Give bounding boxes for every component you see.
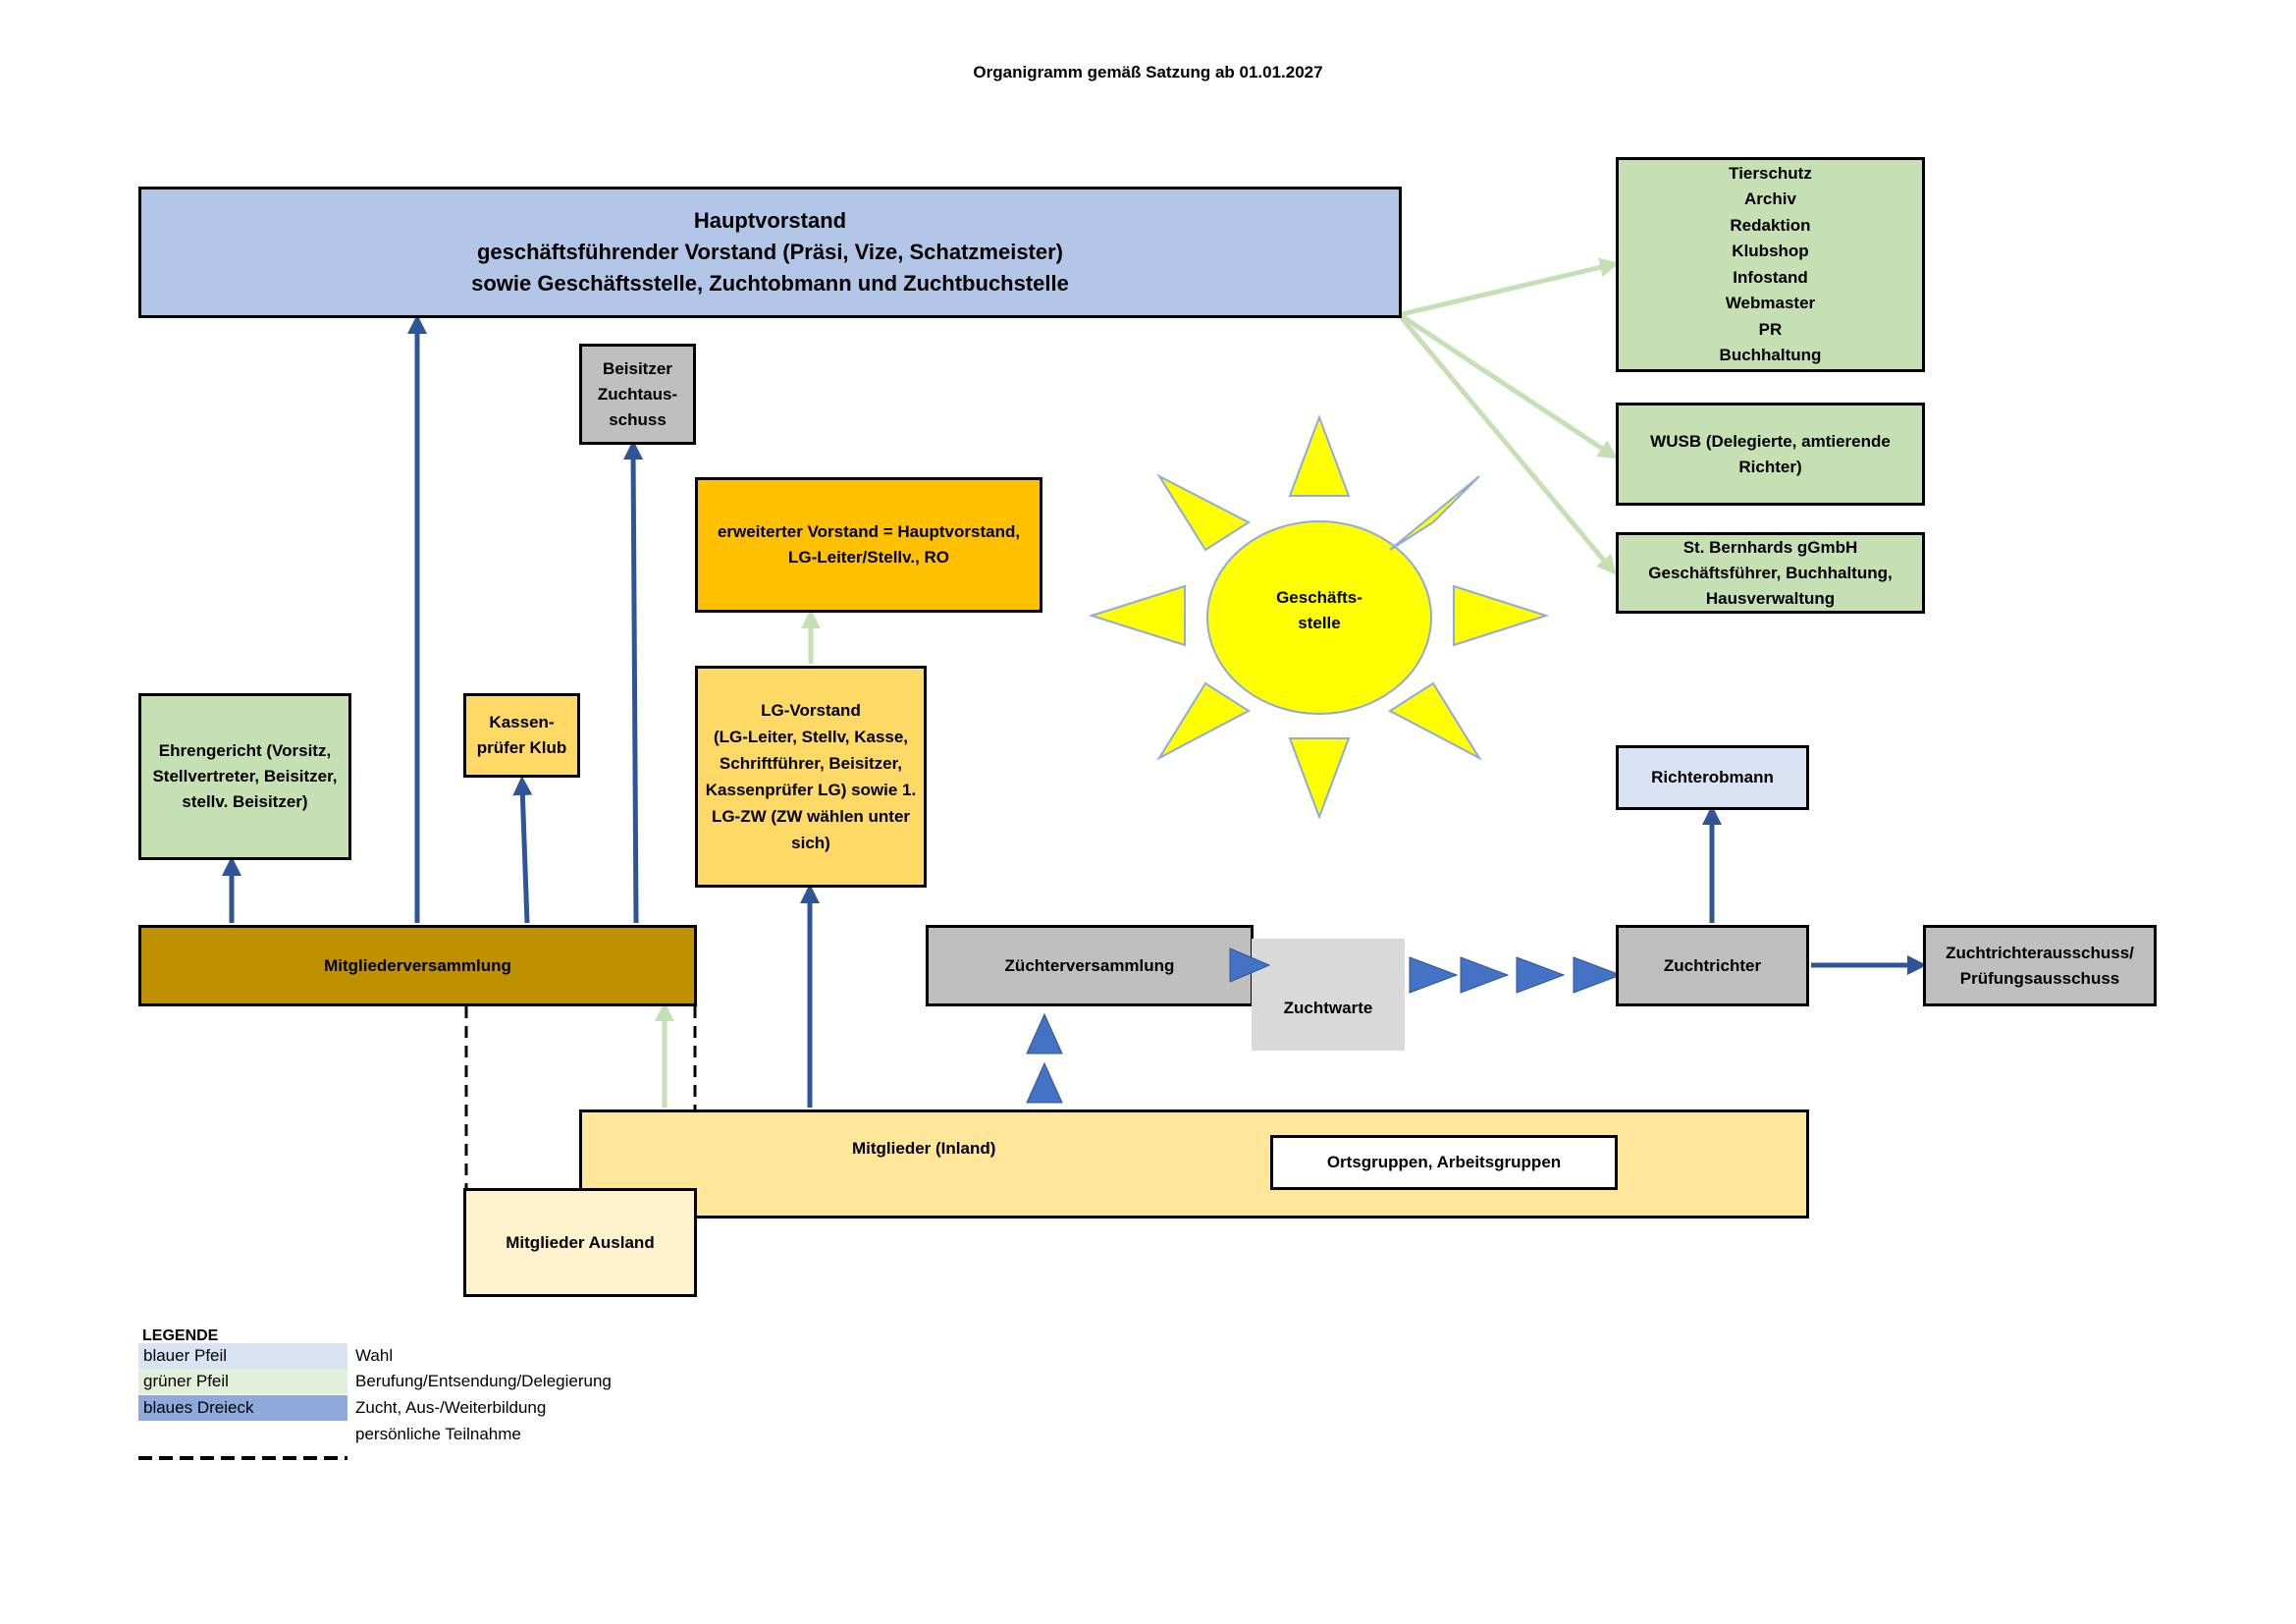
triangle-right-zuechter xyxy=(1229,947,1271,983)
triangle-right-4 xyxy=(1573,956,1623,994)
ausschuss-line-1: Zuchtrichterausschuss/ xyxy=(1946,943,2134,962)
lgvorstand-line-3: Schriftführer, Beisitzer, xyxy=(719,754,903,773)
hauptvorstand-line-2: geschäftsführender Vorstand (Präsi, Vize… xyxy=(476,240,1064,264)
sun-circle xyxy=(1206,520,1432,715)
legend-text-wahl: Wahl xyxy=(355,1346,394,1365)
zuchtwarte-box: Zuchtwarte xyxy=(1252,939,1405,1051)
erweitert-line-2: LG-Leiter/Stellv., RO xyxy=(787,548,950,567)
gmbh-line-2: Geschäftsführer, Buchhaltung, xyxy=(1648,563,1893,582)
lg-vorstand-box: LG-Vorstand (LG-Leiter, Stellv, Kasse, S… xyxy=(695,666,927,888)
hauptvorstand-line-1: Hauptvorstand xyxy=(693,208,847,233)
geschaeftsstelle-label: Geschäfts- stelle xyxy=(1221,585,1417,636)
zuchtrichter-box: Zuchtrichter xyxy=(1616,925,1809,1006)
sun-ray-right xyxy=(1453,584,1550,647)
gmbh-box: St. Bernhards gGmbH Geschäftsführer, Buc… xyxy=(1616,532,1925,614)
beisitzer-line-2: Zuchtaus- xyxy=(597,384,678,404)
zuchtrichterausschuss-box: Zuchtrichterausschuss/ Prüfungsausschuss xyxy=(1923,925,2157,1006)
wusb-line-1: WUSB (Delegierte, amtierende xyxy=(1650,431,1891,451)
kassenpruefer-line-1: Kassen- xyxy=(489,713,555,731)
hauptvorstand-line-3: sowie Geschäftsstelle, Zuchtobmann und Z… xyxy=(471,271,1069,296)
arrow-mv-to-beisitzer xyxy=(623,440,644,924)
triangle-right-3 xyxy=(1516,956,1566,994)
department-item: Klubshop xyxy=(1732,242,1809,260)
sun-ray-bottomright xyxy=(1388,681,1482,761)
ehrengericht-line-2: Stellvertreter, Beisitzer, xyxy=(152,767,338,785)
ehrengericht-line-1: Ehrengericht (Vorsitz, xyxy=(158,741,332,760)
legend-text-berufung: Berufung/Entsendung/Delegierung xyxy=(355,1372,612,1390)
kassenpruefer-box: Kassen- prüfer Klub xyxy=(463,693,580,778)
zuechterversammlung-label: Züchterversammlung xyxy=(1004,955,1175,975)
sun-rays xyxy=(1088,414,1550,820)
hauptvorstand-box: Hauptvorstand geschäftsführender Vorstan… xyxy=(138,187,1402,318)
sun-ray-left xyxy=(1088,584,1186,647)
page-title: Organigramm gemäß Satzung ab 01.01.2027 xyxy=(973,63,1323,81)
gmbh-line-1: St. Bernhards gGmbH xyxy=(1682,537,1858,557)
sun-label-line-1: Geschäfts- xyxy=(1276,588,1362,607)
legend-swatch-green-arrow: grüner Pfeil xyxy=(138,1369,347,1394)
sun-ray-topright xyxy=(1389,475,1480,551)
zuchtrichter-label: Zuchtrichter xyxy=(1663,955,1762,975)
zuchtwarte-label: Zuchtwarte xyxy=(1283,999,1373,1017)
beisitzer-line-1: Beisitzer xyxy=(603,358,672,378)
department-item: Tierschutz xyxy=(1729,163,1812,183)
erweitert-line-1: erweiterter Vorstand = Hauptvorstand, xyxy=(717,522,1021,541)
arrow-hv-to-list xyxy=(1401,257,1620,317)
beisitzer-line-3: schuss xyxy=(609,409,667,429)
legend-text-zucht: Zucht, Aus-/Weiterbildung xyxy=(355,1398,547,1417)
lgvorstand-line-1: LG-Vorstand xyxy=(761,701,861,720)
triangle-up-2 xyxy=(1026,1012,1063,1055)
lgvorstand-line-5: LG-ZW (ZW wählen unter xyxy=(711,807,911,826)
mitglieder-inland-label: Mitglieder (Inland) xyxy=(852,1139,996,1158)
lgvorstand-line-6: sich) xyxy=(791,834,830,852)
mitgliederversammlung-box: Mitgliederversammlung xyxy=(138,925,697,1006)
triangle-right-2 xyxy=(1460,956,1510,994)
richterobmann-label: Richterobmann xyxy=(1651,768,1774,786)
erweiterter-vorstand-box: erweiterter Vorstand = Hauptvorstand, LG… xyxy=(695,477,1042,613)
legend-swatch-blue-triangle: blaues Dreieck xyxy=(138,1395,347,1421)
zuechterversammlung-box: Züchterversammlung xyxy=(926,925,1254,1006)
sun-ray-top xyxy=(1288,414,1351,497)
ehrengericht-line-3: stellv. Beisitzer) xyxy=(182,792,308,811)
department-item: Redaktion xyxy=(1730,215,1811,235)
triangle-up-1 xyxy=(1026,1061,1063,1104)
legend-swatch-blue-arrow: blauer Pfeil xyxy=(138,1343,347,1369)
wusb-box: WUSB (Delegierte, amtierende Richter) xyxy=(1616,403,1925,506)
legend-heading: LEGENDE xyxy=(142,1327,219,1344)
lgvorstand-line-4: Kassenprüfer LG) sowie 1. xyxy=(705,781,917,799)
legend-text-teilnahme: persönliche Teilnahme xyxy=(355,1425,521,1443)
sun-label-line-2: stelle xyxy=(1298,614,1341,632)
arrow-hv-to-gmbh xyxy=(1400,316,1617,575)
ortsgruppen-label: Ortsgruppen, Arbeitsgruppen xyxy=(1326,1153,1562,1171)
department-item: Buchhaltung xyxy=(1719,346,1822,364)
arrow-hv-to-wusb xyxy=(1400,313,1619,460)
department-item: Archiv xyxy=(1744,189,1796,208)
arrow-mv-to-kassenpruefer xyxy=(512,776,533,924)
ortsgruppen-box: Ortsgruppen, Arbeitsgruppen xyxy=(1270,1135,1618,1190)
department-item: PR xyxy=(1758,319,1783,339)
sun-ray-topleft xyxy=(1156,473,1252,552)
mitglieder-ausland-box: Mitglieder Ausland xyxy=(463,1188,697,1297)
ehrengericht-box: Ehrengericht (Vorsitz, Stellvertreter, B… xyxy=(138,693,351,860)
department-item: Infostand xyxy=(1733,267,1808,287)
beisitzer-box: Beisitzer Zuchtaus- schuss xyxy=(579,344,696,445)
departments-box: Tierschutz Archiv Redaktion Klubshop Inf… xyxy=(1616,157,1925,372)
mitgliederversammlung-label: Mitgliederversammlung xyxy=(324,955,511,975)
ausschuss-line-2: Prüfungsausschuss xyxy=(1959,968,2120,988)
sun-ray-bottomleft xyxy=(1156,681,1251,761)
triangle-right-1 xyxy=(1409,956,1459,994)
lgvorstand-line-2: (LG-Leiter, Stellv, Kasse, xyxy=(713,728,909,746)
mitglieder-inland-box: Mitglieder (Inland) xyxy=(579,1110,1809,1218)
richterobmann-box: Richterobmann xyxy=(1616,745,1809,810)
gmbh-line-3: Hausverwaltung xyxy=(1705,588,1836,608)
department-item: Webmaster xyxy=(1725,294,1816,312)
kassenpruefer-line-2: prüfer Klub xyxy=(476,738,567,757)
wusb-line-2: Richter) xyxy=(1738,457,1802,476)
sun-ray-bottom xyxy=(1288,737,1351,820)
mitglieder-ausland-label: Mitglieder Ausland xyxy=(506,1232,655,1252)
